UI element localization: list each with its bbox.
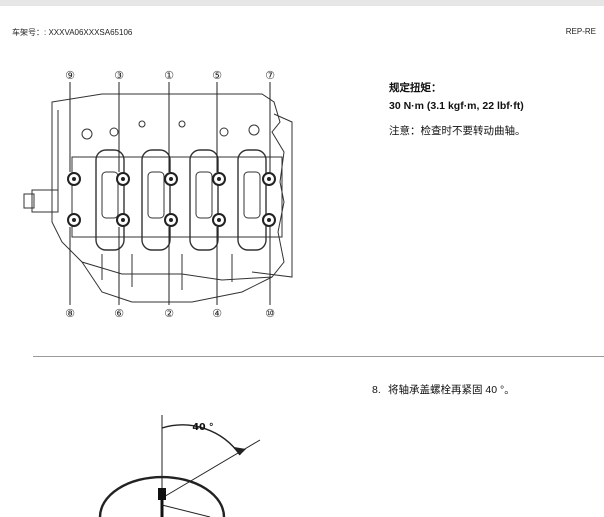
bolt-number-bottom-1: ⑧ (65, 307, 75, 320)
spec-value: 30 N·m (3.1 kgf·m, 22 lbf·ft) (389, 100, 524, 112)
document-code: REP-RE (565, 27, 596, 36)
spec-note: 注意：检查时不要转动曲轴。 (389, 125, 526, 137)
torque-spec: 规定扭矩： 30 N·m (3.1 kgf·m, 22 lbf·ft) 注意：检… (389, 80, 594, 138)
bolt-number-top-5: ⑦ (265, 69, 275, 82)
vin-label: 车架号：: XXXVA06XXXSA65106 (12, 28, 133, 37)
angle-tightening-diagram: 40 ° (98, 415, 261, 517)
bolt-number-bottom-3: ② (164, 307, 174, 320)
step-8: 8. 将轴承盖螺栓再紧固 40 °。 (372, 382, 515, 397)
bearing-cap-bolt-sequence-diagram: ⑨ ③ ① ⑤ ⑦ ⑧ ⑥ ② ④ ⑩ (23, 69, 293, 320)
top-bar (0, 0, 604, 6)
bolt-number-bottom-2: ⑥ (114, 307, 124, 320)
angle-label: 40 ° (192, 422, 213, 433)
bolt-number-bottom-5: ⑩ (265, 307, 275, 320)
bolt-number-top-1: ⑨ (65, 69, 75, 82)
section-divider (33, 356, 604, 357)
bolt-number-top-4: ⑤ (212, 69, 222, 82)
bolt-number-bottom-4: ④ (212, 307, 222, 320)
step-number: 8. (372, 384, 381, 396)
step-text: 将轴承盖螺栓再紧固 40 °。 (388, 384, 515, 396)
bolt-number-top-2: ③ (114, 69, 124, 82)
bolt-number-top-3: ① (164, 69, 174, 82)
spec-title: 规定扭矩： (389, 82, 442, 94)
